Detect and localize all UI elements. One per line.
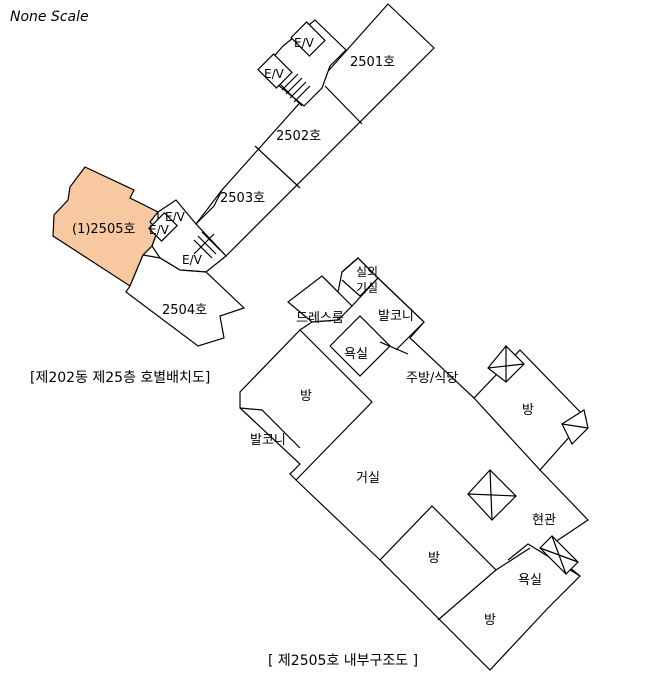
outdoor-unit-label-bottom: 기실 [356,281,378,295]
unit-2502-label: 2502호 [276,129,321,144]
elevator-label-2: E/V [264,67,285,81]
balcony-left-label: 발코니 [250,433,286,448]
room-bottom2-label: 방 [484,613,496,628]
unit-2504-area [125,254,246,347]
divider-2501-2502 [324,85,363,125]
living-room-label: 거실 [356,471,380,486]
unit-2501-label: 2501호 [350,55,395,70]
stair-bottom-icon [193,231,221,259]
elevator-label-5: E/V [182,253,203,267]
bath-top-label: 욕실 [344,347,368,362]
unit-2504-label: 2504호 [162,303,207,318]
room-left-label: 방 [300,389,312,404]
elevator-label-4: E/V [149,223,170,237]
bath-bottom-label: 욕실 [518,573,542,588]
unit-interior-plan: 실외 기실 드레스룸 발코니 욕실 주방/식당 방 방 발코니 거실 현관 방 … [239,257,589,671]
floor-layout: E/V E/V E/V E/V E/V 2501호 2502호 2503호 (1… [52,3,435,347]
scale-note: None Scale [10,9,89,25]
unit-2505-label: (1)2505호 [72,222,135,237]
elevator-label-3: E/V [165,210,186,224]
divider-2502-2503 [254,145,301,189]
elevator-label-1: E/V [294,36,315,50]
balcony-top-label: 발코니 [378,309,414,324]
unit-2505-area [52,166,159,287]
unit-2503-label: 2503호 [220,191,265,206]
unit-outline [239,257,589,671]
room-right-label: 방 [522,403,534,418]
kitchen-label: 주방/식당 [406,371,458,386]
floor-plan-title: [제202동 제25층 호별배치도] [30,370,210,386]
dressroom-label: 드레스룸 [296,311,344,326]
unit-plan-title: [ 제2505호 내부구조도 ] [268,653,418,669]
entrance-label: 현관 [532,513,556,528]
room-bottom1-label: 방 [428,551,440,566]
outdoor-unit-label-top: 실외 [356,265,378,279]
stair-top-icon [279,73,311,107]
